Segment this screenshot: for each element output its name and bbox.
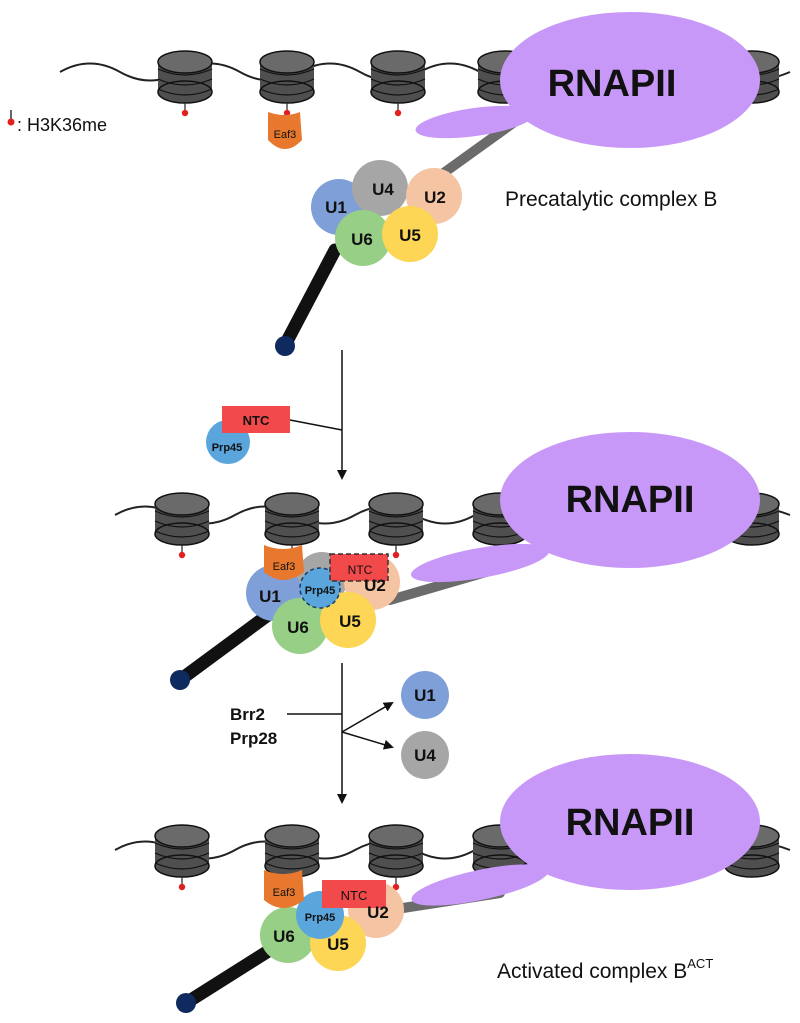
panel-activated: RNAPII Eaf3 NTC U2 Prp45 U6 U5 Activated…	[114, 754, 791, 1013]
u1-release-arrow	[341, 701, 394, 733]
rnapii-tail	[415, 105, 535, 139]
prp45-label: Prp45	[305, 912, 336, 924]
activated-complex-label: Activated complex BACT	[497, 956, 713, 983]
eaf3-label: Eaf3	[273, 887, 296, 899]
rnapii-tail	[411, 543, 549, 583]
rnapii-shape	[500, 432, 760, 568]
panel-precatalytic: RNAPII Eaf3 U1 U4 U2 U6 U5 Precatalytic …	[59, 12, 791, 356]
nucleosome	[370, 50, 426, 117]
u5-label: U5	[399, 226, 421, 245]
u2-label: U2	[367, 903, 389, 922]
nucleosome	[368, 824, 424, 891]
u1-label: U1	[325, 198, 347, 217]
u6-label: U6	[351, 230, 373, 249]
h3k36me-mark	[283, 103, 291, 117]
panel-ntc-bound: RNAPII Eaf3 NTC U1 U2 Prp45 U6 U5	[114, 432, 791, 690]
h3k36me-mark-icon	[7, 118, 15, 126]
ntc-complex	[329, 553, 389, 582]
ntc-complex	[322, 880, 386, 908]
u1-label: U1	[259, 587, 281, 606]
rnapii-label: RNAPII	[566, 802, 695, 844]
activated-complex-superscript: ACT	[687, 956, 713, 971]
mrna-cap	[275, 336, 295, 356]
rnapii-label: RNAPII	[566, 479, 695, 521]
brr2-label: Brr2	[230, 705, 265, 724]
eaf3-shape	[264, 545, 304, 580]
h3k36me-mark	[178, 877, 186, 891]
prp28-label: Prp28	[230, 729, 277, 748]
u4-label: U4	[372, 180, 394, 199]
h3k36me-mark	[178, 545, 186, 559]
h3k36me-mark	[392, 877, 400, 891]
eaf3-shape	[264, 870, 304, 908]
ntc-join-line	[289, 419, 343, 431]
u5-snrnp	[382, 206, 438, 262]
transition-ntc-recruitment: NTC Prp45	[206, 350, 347, 480]
nucleosome	[259, 50, 315, 117]
u4-release-arrow	[341, 731, 394, 750]
nucleosome	[154, 824, 210, 891]
released-u4	[401, 731, 449, 779]
u4-label: U4	[414, 746, 436, 765]
ntc-label: NTC	[348, 563, 373, 577]
activated-complex-label-text: Activated complex B	[497, 960, 687, 983]
nucleosome	[154, 492, 210, 559]
legend: : H3K36me	[7, 110, 107, 135]
transition-helicase-release: Brr2 Prp28 U1 U4	[230, 663, 449, 804]
u5-snrnp	[320, 592, 376, 648]
u5-label: U5	[327, 935, 349, 954]
rnapii-tail	[411, 864, 549, 906]
rnapii-label: RNAPII	[548, 63, 677, 105]
released-u1	[401, 671, 449, 719]
u6-snrnp	[335, 210, 391, 266]
h3k36me-mark	[394, 103, 402, 117]
rna-strand	[179, 943, 277, 1010]
u6-snrnp	[272, 598, 328, 654]
h3k36me-legend-label: : H3K36me	[17, 115, 107, 135]
nucleosome	[157, 50, 213, 117]
u2-label: U2	[364, 576, 386, 595]
nucleosome	[368, 492, 424, 559]
u6-label: U6	[273, 927, 295, 946]
ntc-label: NTC	[243, 413, 270, 428]
ntc-label: NTC	[341, 888, 368, 903]
eaf3-label: Eaf3	[274, 129, 297, 141]
rna-strand	[173, 608, 275, 687]
eaf3-label: Eaf3	[273, 561, 296, 573]
h3k36me-mark	[181, 103, 189, 117]
rnapii-shape	[500, 12, 760, 148]
u5-label: U5	[339, 612, 361, 631]
prp45-label: Prp45	[212, 442, 243, 454]
precatalytic-complex-label: Precatalytic complex B	[505, 188, 717, 211]
ntc-complex	[222, 406, 290, 433]
u4-snrnp	[352, 160, 408, 216]
u2-label: U2	[424, 188, 446, 207]
h3k36me-mark	[392, 545, 400, 559]
rna-strand	[278, 243, 342, 352]
prp45-label: Prp45	[305, 585, 336, 597]
rnapii-shape	[500, 754, 760, 890]
u6-label: U6	[287, 618, 309, 637]
u1-label: U1	[414, 686, 436, 705]
mrna-cap	[176, 993, 196, 1013]
mrna-cap	[170, 670, 190, 690]
eaf3-shape	[268, 112, 302, 149]
